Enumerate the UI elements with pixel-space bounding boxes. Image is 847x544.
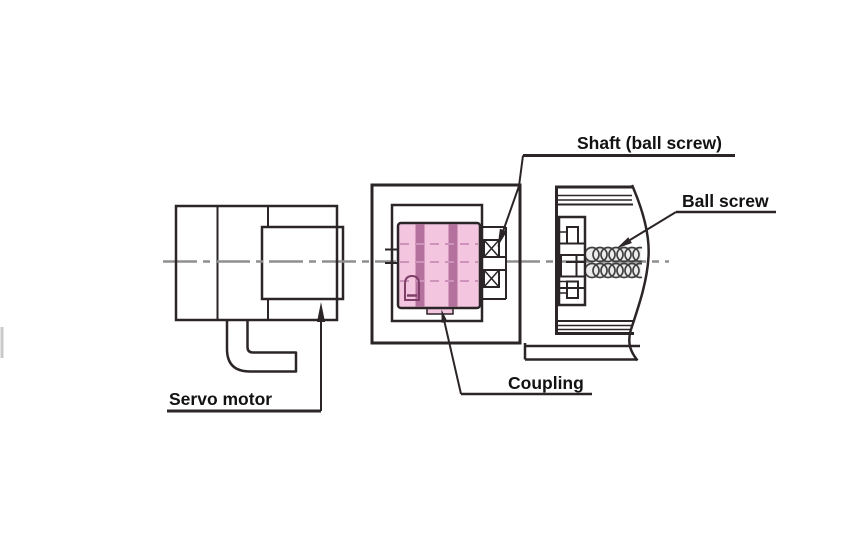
coupling-hub-stripe-left bbox=[415, 224, 425, 307]
bearing-upper bbox=[483, 239, 500, 258]
bearing-housing bbox=[370, 183, 522, 345]
shaft-leader-arrowhead bbox=[497, 228, 508, 247]
ballscrew-leader-arrowhead bbox=[616, 237, 632, 249]
shaft-label: Shaft (ball screw) bbox=[577, 133, 722, 153]
annotations bbox=[167, 154, 776, 413]
flange-pilot bbox=[560, 254, 578, 278]
coupling-label: Coupling bbox=[508, 373, 584, 393]
coupling-clamp-screw bbox=[404, 274, 420, 301]
flange-bolt-upper bbox=[566, 226, 579, 245]
servo-leader-arrowhead bbox=[317, 302, 325, 322]
coupling-leader-arrowhead bbox=[441, 309, 448, 323]
motor-front-boss bbox=[260, 225, 345, 301]
servo-motor-internals bbox=[216, 206, 345, 320]
ballscrew-nut-unit bbox=[523, 184, 650, 362]
ballscrew-thread bbox=[586, 246, 642, 279]
break-line bbox=[628, 184, 650, 362]
bearing-lower bbox=[483, 269, 500, 288]
coupling-hub-stripe-right bbox=[448, 224, 458, 307]
coupling-leader-line bbox=[443, 321, 462, 395]
shaft-leader-line bbox=[502, 155, 524, 231]
coupling bbox=[396, 221, 482, 315]
flange-bolt-lower bbox=[566, 280, 579, 299]
nut-flange bbox=[557, 215, 587, 307]
motor-cable-elbow bbox=[225, 320, 298, 373]
housing-outer bbox=[370, 183, 522, 345]
ballscrew-leader-line bbox=[629, 211, 677, 241]
servo-motor-label: Servo motor bbox=[169, 389, 272, 409]
servo-motor bbox=[174, 204, 339, 373]
ballscrew-label: Ball screw bbox=[682, 191, 769, 211]
bottom-mount-flange bbox=[523, 343, 640, 361]
motor-body bbox=[174, 204, 339, 322]
